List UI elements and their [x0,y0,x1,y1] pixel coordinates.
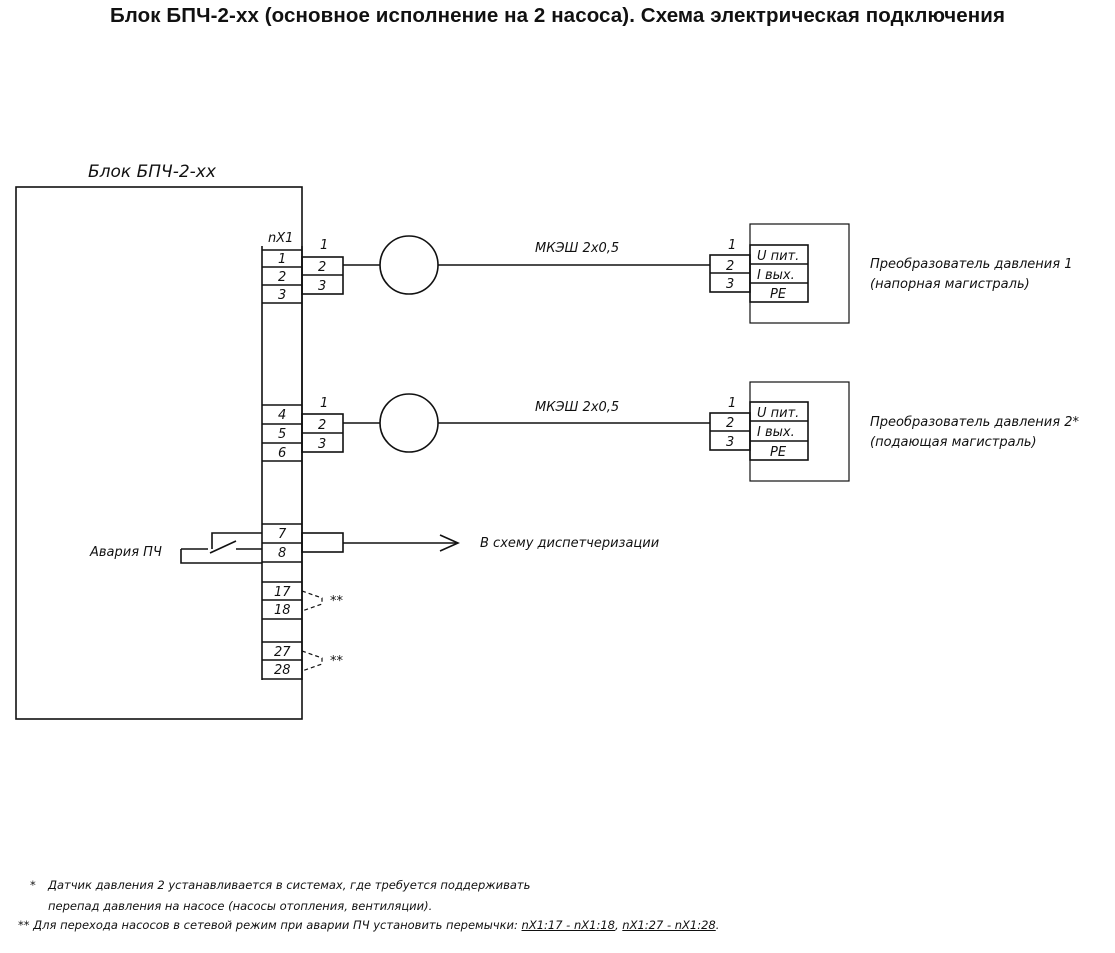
note-1-text-2: перепад давления на насосе (насосы отопл… [48,899,433,913]
terminal-group-27-28: 27 28 [262,641,302,680]
note-2-jumper-2: nX1:27 - nX1:28 [622,918,716,932]
cable-1-sensor-pin-3: 3 [726,277,734,292]
connector-label: nX1 [268,231,293,246]
cable-1-sensor-pin-1: 1 [728,238,736,253]
terminal-7: 7 [278,527,287,542]
arrow-right-icon [439,534,460,552]
terminal-18: 18 [274,603,291,618]
sensor-2-label: Преобразователь давления 2* [870,415,1079,430]
sensor-1-sublabel: (напорная магистраль) [870,277,1030,292]
terminal-4: 4 [278,408,286,423]
cable-2-sensor-pin-2: 2 [726,416,734,431]
cable-2-sensor-pin-3: 3 [726,435,734,450]
cable-1-pin-3: 3 [318,279,326,294]
cable-2-pin-1: 1 [320,396,328,411]
cable-1-pin-1: 1 [320,238,328,253]
cable-2-name: МКЭШ 2х0,5 [535,400,619,415]
sensor-1-terminal-pe: PE [770,287,787,302]
jumper-27-28: ** [301,650,344,672]
sensor-1-terminal-i: I вых. [757,268,795,283]
block-label: Блок БПЧ-2-хх [88,162,217,182]
terminal-group-17-18: 17 18 [262,581,302,620]
sensor-2-terminal-u: U пит. [757,406,799,421]
cable-2: 1 2 3 МКЭШ 2х0,5 1 2 3 [301,393,751,453]
cable-1-pin-2: 2 [318,260,326,275]
pressure-sensor-1: U пит. I вых. PE Преобразователь давлени… [749,223,1072,324]
page-title: Блок БПЧ-2-хх (основное исполнение на 2 … [109,4,1006,27]
note-1-text: Датчик давления 2 устанавливается в сист… [48,878,531,892]
note-2-sep: , [614,918,619,932]
note-2-end: . [715,918,720,932]
note-2-mark: ** [18,918,30,932]
dispatch-label: В схему диспетчеризации [480,536,659,551]
note-1-mark: * [30,878,36,892]
cable-1: 1 2 3 МКЭШ 2х0,5 1 2 3 [301,235,751,295]
terminal-group-1-3: 1 2 3 [262,249,302,304]
terminal-28: 28 [274,663,291,678]
jumper-1-mark: ** [330,594,344,609]
terminal-3: 3 [278,288,286,303]
terminal-1: 1 [278,252,286,267]
sensor-2-terminal-pe: PE [770,445,787,460]
cable-2-pin-3: 3 [318,437,326,452]
jumper-2-mark: ** [330,654,344,669]
block-outline [15,186,303,720]
cable-1-sensor-pin-2: 2 [726,259,734,274]
dispatch-output: В схему диспетчеризации [301,532,659,553]
cable-2-shield-circle [379,393,439,453]
cable-1-shield-circle [379,235,439,295]
alarm-contact: Авария ПЧ [89,532,262,564]
note-1-line-1: * Датчик давления 2 устанавливается в сис… [30,878,530,892]
note-2-jumper-1: nX1:17 - nX1:18 [521,918,615,932]
terminal-2: 2 [278,270,286,285]
terminal-6: 6 [278,446,286,461]
alarm-label: Авария ПЧ [89,545,162,560]
jumper-17-18: ** [301,590,344,612]
terminal-8: 8 [278,546,286,561]
terminal-17: 17 [274,585,291,600]
alarm-switch-blade [209,540,237,554]
cable-1-name: МКЭШ 2х0,5 [535,241,619,256]
terminal-5: 5 [278,427,286,442]
sensor-2-terminal-i: I вых. [757,425,795,440]
cable-2-sensor-pin-1: 1 [728,396,736,411]
note-1-line-2: перепад давления на насосе (насосы отопл… [48,899,432,913]
terminal-group-4-6: 4 5 6 [262,404,302,462]
terminal-group-7-8: 7 8 [262,523,302,563]
sensor-2-sublabel: (подающая магистраль) [870,435,1037,450]
sensor-1-terminal-u: U пит. [757,249,799,264]
terminal-27: 27 [274,645,291,660]
cable-2-pin-2: 2 [318,418,326,433]
note-2-text: Для перехода насосов в сетевой режим при… [33,918,518,932]
note-2: ** Для перехода насосов в сетевой режим … [18,918,719,932]
sensor-1-label: Преобразователь давления 1 [870,257,1072,272]
pressure-sensor-2: U пит. I вых. PE Преобразователь давлени… [749,381,1079,482]
